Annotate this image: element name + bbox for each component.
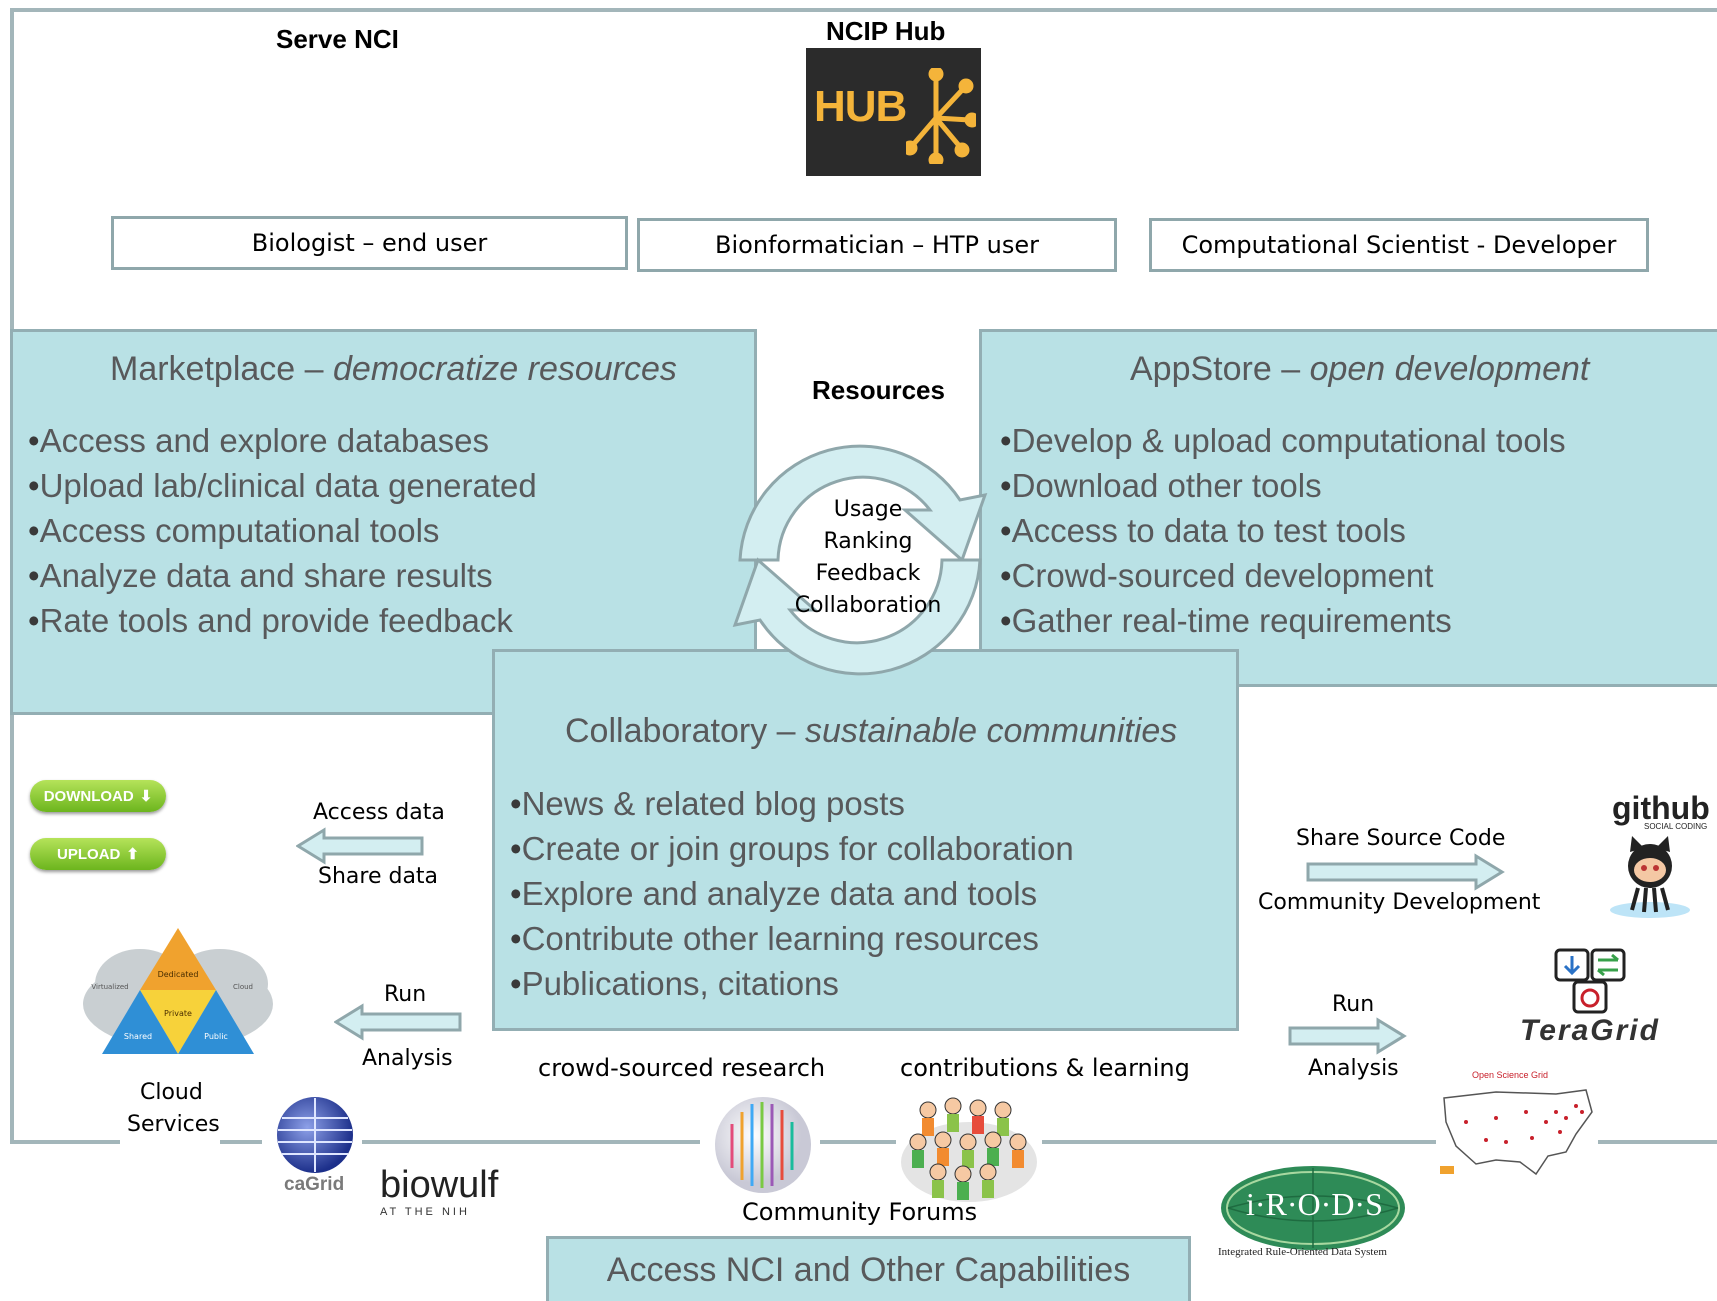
- contributions-label: contributions & learning: [900, 1054, 1190, 1082]
- resources-label: Resources: [812, 375, 945, 405]
- access-data-label: Access data: [313, 800, 445, 825]
- irods-label: i·R·O·D·S: [1246, 1186, 1383, 1222]
- download-button[interactable]: DOWNLOAD ⬇: [30, 780, 166, 812]
- serve-nci-label: Serve NCI: [276, 24, 399, 54]
- right-arrow-icon: [1288, 1017, 1407, 1055]
- download-button-label: DOWNLOAD: [43, 787, 134, 805]
- cycle-items: Usage Ranking Feedback Collaboration: [778, 494, 958, 622]
- collaboratory-title-main: Collaboratory –: [565, 712, 796, 750]
- appstore-title-main: AppStore –: [1130, 350, 1301, 388]
- appstore-bullet: Gather real-time requirements: [1000, 598, 1566, 643]
- pyramid-virtualized-label: Virtualized: [91, 983, 128, 991]
- collaboratory-subtitle: sustainable communities: [805, 712, 1178, 750]
- marketplace-subtitle: democratize resources: [333, 350, 677, 388]
- appstore-bullet: Download other tools: [1000, 463, 1566, 508]
- cycle-arrows-icon: [732, 444, 988, 676]
- marketplace-bullet: Analyze data and share results: [28, 553, 537, 598]
- up-arrow-icon: ⬆: [126, 846, 139, 863]
- share-data-label: Share data: [318, 864, 439, 889]
- upload-button-label: UPLOAD: [57, 845, 121, 863]
- cycle-item-usage: Usage: [833, 497, 903, 522]
- pyramid-private-label: Private: [164, 1009, 192, 1018]
- left-arrow-icon: [296, 827, 424, 865]
- right-arrow-icon: [1306, 853, 1505, 891]
- share-source-label: Share Source Code: [1296, 826, 1506, 851]
- teragrid-label[interactable]: TeraGrid: [1520, 1014, 1660, 1047]
- upload-button[interactable]: UPLOAD ⬆: [30, 838, 166, 870]
- community-dev-label: Community Development: [1258, 890, 1541, 915]
- github-sub-label: SOCIAL CODING: [1644, 822, 1708, 831]
- ncip-hub-label: NCIP Hub: [826, 16, 946, 46]
- collaboratory-title: Collaboratory – sustainable communities: [565, 712, 1177, 751]
- marketplace-bullet: Access computational tools: [28, 508, 537, 553]
- role-biologist: Biologist – end user: [111, 216, 628, 270]
- down-arrow-icon: ⬇: [139, 788, 153, 805]
- role-computational-scientist: Computational Scientist - Developer: [1149, 218, 1649, 272]
- marketplace-bullet: Upload lab/clinical data generated: [28, 463, 537, 508]
- irods-sub-label: Integrated Rule-Oriented Data System: [1218, 1246, 1387, 1258]
- cagrid-globe-icon[interactable]: [274, 1094, 356, 1176]
- people-group-icon: [901, 1097, 1037, 1202]
- community-forums-label: Community Forums: [742, 1198, 978, 1226]
- marketplace-bullet: Access and explore databases: [28, 418, 537, 463]
- role-biologist-label: Biologist – end user: [251, 229, 488, 257]
- pyramid-public-label: Public: [204, 1032, 228, 1041]
- run-label-right: Run: [1332, 992, 1375, 1017]
- role-computational-scientist-label: Computational Scientist - Developer: [1181, 231, 1617, 259]
- cloud-label: Cloud: [140, 1080, 203, 1105]
- osg-label: Open Science Grid: [1472, 1070, 1549, 1080]
- collaboratory-bullet: News & related blog posts: [510, 781, 1074, 826]
- role-bioinformatician: Bionformatician – HTP user: [637, 218, 1117, 272]
- teragrid-icon: [1554, 948, 1626, 1014]
- analysis-label-right: Analysis: [1308, 1056, 1399, 1081]
- biowulf-label[interactable]: biowulf: [380, 1164, 499, 1206]
- appstore-title: AppStore – open development: [1130, 350, 1589, 389]
- role-bioinformatician-label: Bionformatician – HTP user: [715, 231, 1039, 259]
- pyramid-shared-label: Shared: [124, 1032, 152, 1041]
- us-map-icon: [1440, 1089, 1593, 1176]
- crowd-sourced-label: crowd-sourced research: [538, 1054, 826, 1082]
- cagrid-label: caGrid: [284, 1174, 345, 1195]
- cycle-item-feedback: Feedback: [815, 561, 921, 586]
- appstore-bullet: Crowd-sourced development: [1000, 553, 1566, 598]
- access-nci-box: Access NCI and Other Capabilities: [546, 1236, 1191, 1301]
- octocat-icon: [1610, 836, 1690, 918]
- appstore-bullet: Develop & upload computational tools: [1000, 418, 1566, 463]
- marketplace-title: Marketplace – democratize resources: [110, 350, 677, 389]
- cloud-pyramid-icon: Dedicated Private Shared Public Virtuali…: [83, 928, 273, 1054]
- marketplace-title-main: Marketplace –: [110, 350, 324, 388]
- biowulf-sub-label: AT THE NIH: [380, 1206, 470, 1218]
- hub-logo[interactable]: HUB: [806, 48, 981, 176]
- cloud-services-label: Services: [127, 1112, 220, 1137]
- osg-map[interactable]: Open Science Grid: [1436, 1064, 1598, 1194]
- pyramid-cloud-label: Cloud: [233, 983, 253, 991]
- analysis-label-left: Analysis: [362, 1046, 453, 1071]
- run-label-left: Run: [384, 982, 427, 1007]
- github-logo[interactable]: github: [1612, 790, 1710, 826]
- hub-burst-icon: [906, 68, 976, 164]
- collaboratory-bullet: Explore and analyze data and tools: [510, 871, 1074, 916]
- marketplace-bullets: Access and explore databases Upload lab/…: [28, 418, 537, 643]
- access-nci-label: Access NCI and Other Capabilities: [606, 1250, 1131, 1289]
- appstore-bullets: Develop & upload computational tools Dow…: [1000, 418, 1566, 643]
- crowd-sphere-icon: [715, 1097, 811, 1193]
- appstore-bullet: Access to data to test tools: [1000, 508, 1566, 553]
- hub-logo-text: HUB: [814, 82, 907, 131]
- collaboratory-bullet: Create or join groups for collaboration: [510, 826, 1074, 871]
- cycle-item-ranking: Ranking: [823, 529, 913, 554]
- collaboratory-bullets: News & related blog posts Create or join…: [510, 781, 1074, 1006]
- left-arrow-icon: [334, 1003, 462, 1041]
- cycle-item-collaboration: Collaboration: [794, 593, 942, 618]
- irods-logo-icon[interactable]: [1218, 1164, 1408, 1254]
- pyramid-dedicated-label: Dedicated: [158, 970, 199, 979]
- collaboratory-bullet: Contribute other learning resources: [510, 916, 1074, 961]
- marketplace-bullet: Rate tools and provide feedback: [28, 598, 537, 643]
- appstore-subtitle: open development: [1309, 350, 1590, 388]
- collaboratory-bullet: Publications, citations: [510, 961, 1074, 1006]
- cloud-services-bg: [120, 1112, 220, 1144]
